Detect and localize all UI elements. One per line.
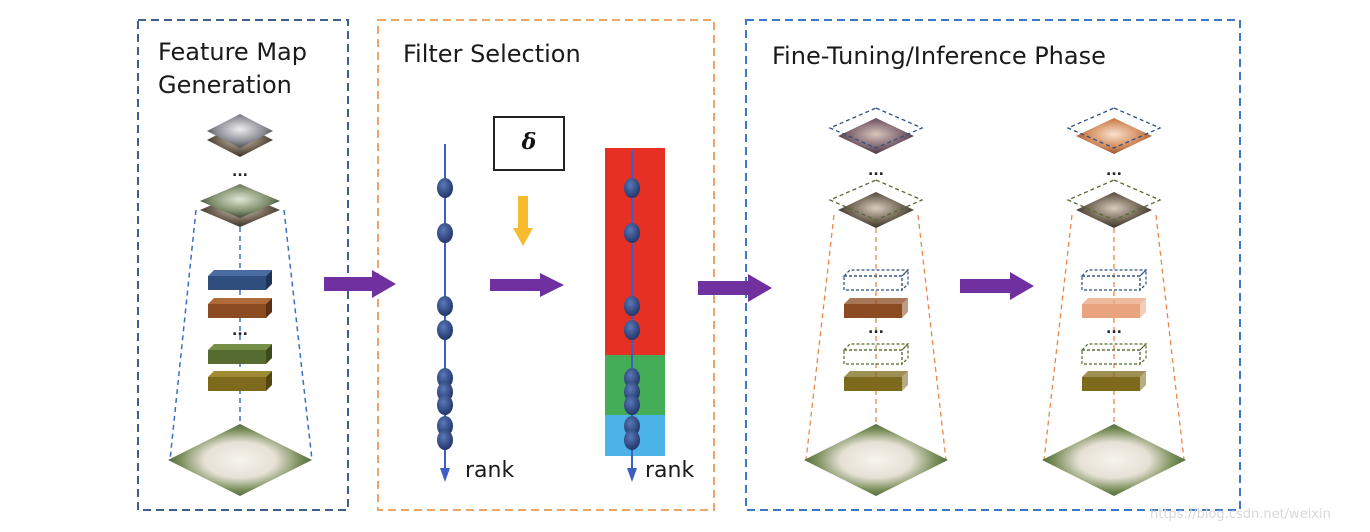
rank-dot: [437, 296, 453, 316]
filter-block-pruned-green: [1080, 342, 1148, 366]
feature-map-top-icon: [207, 114, 273, 157]
input-image-icon: [168, 424, 312, 496]
inference-stack: ......: [1042, 107, 1186, 496]
delta-threshold-box: [493, 116, 565, 171]
panel-filter-selection: [377, 19, 715, 511]
ellipsis-mark: ...: [868, 163, 884, 179]
arrow-to-fine-tuning: [698, 274, 772, 302]
feature-map-top-icon: [838, 118, 914, 154]
ellipsis-mark: ...: [1106, 163, 1122, 179]
panel-feature-map-generation: [137, 19, 349, 511]
filter-block-brown: [1082, 298, 1146, 318]
rank-dot: [437, 368, 453, 388]
filter-block-olive: [1082, 371, 1146, 391]
filter-block-pruned-blue: [1080, 268, 1148, 292]
rank-dots-sorted: [624, 178, 640, 450]
filter-block-pruned-blue: [842, 268, 910, 292]
arrow-rank-to-threshold: [490, 273, 564, 297]
panel1-network-stack: [168, 114, 313, 496]
rank-label-sorted: rank: [645, 458, 695, 483]
ellipsis-mark: ...: [1106, 321, 1122, 337]
ellipsis-mark: ...: [868, 321, 884, 337]
input-image-icon: [804, 424, 948, 496]
delta-symbol: δ: [521, 129, 537, 155]
rank-dot: [624, 178, 640, 198]
rank-dot: [624, 223, 640, 243]
yellow-down-arrow: [513, 196, 533, 246]
panel2-title: Filter Selection: [403, 40, 581, 68]
rank-dot: [437, 416, 453, 436]
rank-dot: [624, 320, 640, 340]
input-image-icon: [1042, 424, 1186, 496]
fine-tuning-stack: ......: [804, 107, 948, 496]
rank-dot: [624, 368, 640, 388]
ellipsis-mark: ...: [232, 164, 248, 180]
filter-block-brown: [208, 298, 272, 318]
rank-dot: [437, 178, 453, 198]
filter-block-blue: [208, 270, 272, 290]
pruned-map-outline: [828, 107, 924, 149]
rank-dot: [624, 296, 640, 316]
filter-block-brown: [844, 298, 908, 318]
rank-dot: [437, 223, 453, 243]
feature-map-mid-icon: [1076, 192, 1152, 228]
panel1-title-line1: Feature Map: [158, 38, 307, 66]
feature-map-top-icon: [1076, 118, 1152, 154]
watermark: https://blog.csdn.net/weixin: [1150, 507, 1331, 522]
filter-block-pruned-green: [842, 342, 910, 366]
filter-block-olive: [844, 371, 908, 391]
rank-dot: [437, 430, 453, 450]
ellipsis-mark: ...: [232, 323, 248, 339]
pruned-map-outline: [828, 179, 924, 221]
panel1-title-line2: Generation: [158, 71, 292, 99]
panel3-title: Fine-Tuning/Inference Phase: [772, 42, 1106, 70]
filter-block-green: [208, 344, 272, 364]
rank-dots-unsorted: [437, 178, 453, 450]
arrow-fine-tune-to-inference: [960, 272, 1034, 300]
pruned-map-outline: [1066, 107, 1162, 149]
rank-dot: [437, 320, 453, 340]
rank-dot: [624, 430, 640, 450]
filter-block-olive: [208, 371, 272, 391]
feature-map-mid-icon: [200, 184, 280, 227]
arrow-to-filter-selection: [324, 270, 396, 298]
rank-dot: [624, 416, 640, 436]
pruned-map-outline: [1066, 179, 1162, 221]
rank-dot: [624, 395, 640, 415]
rank-label-unsorted: rank: [465, 458, 515, 483]
feature-map-mid-icon: [838, 192, 914, 228]
panel-fine-tuning-inference: [745, 19, 1241, 511]
rank-dot: [437, 395, 453, 415]
